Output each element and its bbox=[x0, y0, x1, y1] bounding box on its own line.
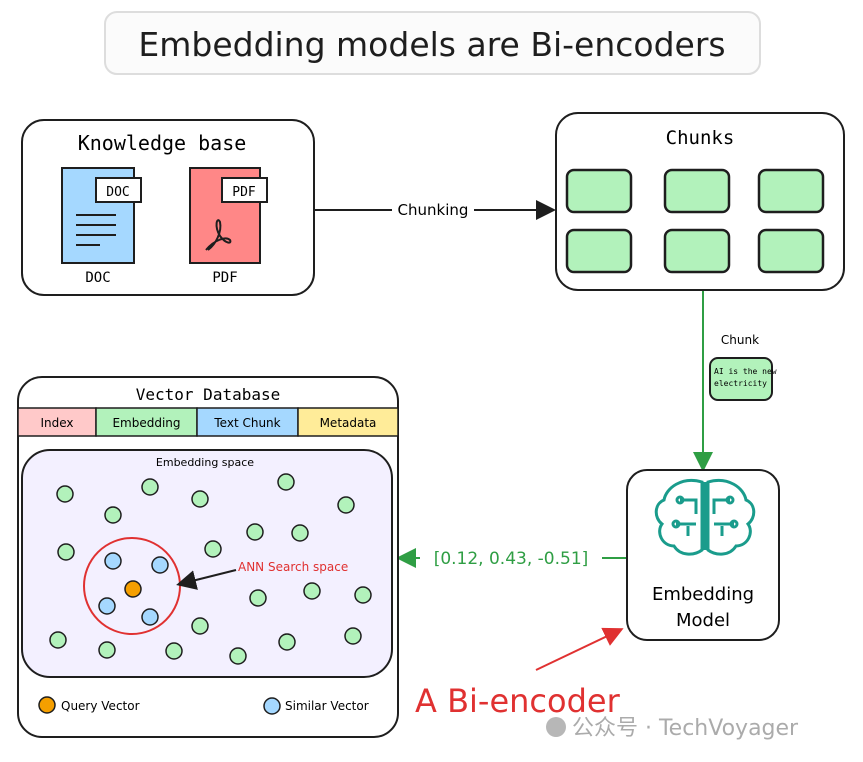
vector-db-title: Vector Database bbox=[136, 385, 281, 404]
brain-circuit-icon bbox=[654, 479, 756, 556]
pdf-label: PDF bbox=[212, 270, 237, 286]
chunking-label: Chunking bbox=[398, 201, 469, 219]
embedding-model-line2: Model bbox=[676, 610, 730, 631]
vector-point bbox=[278, 633, 296, 651]
vector-point bbox=[229, 647, 247, 665]
doc-label: DOC bbox=[85, 270, 110, 286]
vector-point bbox=[57, 543, 75, 561]
ann-label: ANN Search space bbox=[238, 560, 348, 574]
chunk-block bbox=[565, 168, 633, 214]
embedding-model-line1: Embedding bbox=[652, 584, 754, 605]
chunk-block bbox=[757, 228, 825, 274]
vector-point bbox=[277, 473, 295, 491]
bi-encoder-annotation: A Bi-encoder bbox=[415, 682, 621, 720]
db-column-label: Metadata bbox=[320, 416, 377, 430]
chunk-arrow-label: Chunk bbox=[721, 333, 759, 347]
page-title: Embedding models are Bi-encoders bbox=[138, 25, 725, 64]
similar-vector-point bbox=[151, 556, 169, 574]
vector-point bbox=[249, 589, 267, 607]
knowledge-base-box: Knowledge base DOC DOC PDF PDF bbox=[21, 119, 315, 296]
ann-arrow bbox=[176, 569, 237, 590]
chunk-sample: AI is the new electricity bbox=[709, 357, 777, 401]
vector-point bbox=[354, 586, 372, 604]
vector-point bbox=[337, 496, 355, 514]
watermark-text: 公众号 · TechVoyager bbox=[572, 716, 799, 741]
chunks-box: Chunks bbox=[555, 112, 845, 291]
vector-point bbox=[165, 642, 183, 660]
doc-icon: DOC bbox=[61, 167, 142, 264]
chunk-block bbox=[757, 168, 825, 214]
db-column-3 bbox=[297, 407, 399, 437]
vector-point bbox=[191, 617, 209, 635]
vector-output-label: [0.12, 0.43, -0.51] bbox=[434, 549, 589, 569]
legend-similar: Similar Vector bbox=[285, 699, 369, 713]
vector-point bbox=[291, 524, 309, 542]
db-column-label: Text Chunk bbox=[213, 416, 280, 430]
annotation-arrow bbox=[535, 627, 624, 671]
pdf-icon: PDF bbox=[189, 167, 268, 264]
legend-query: Query Vector bbox=[61, 699, 140, 713]
chunks-title: Chunks bbox=[666, 127, 735, 149]
query-vector-legend-icon bbox=[38, 696, 56, 714]
vector-point bbox=[56, 485, 74, 503]
chunk-block bbox=[565, 228, 633, 274]
vector-point bbox=[49, 631, 67, 649]
similar-vector-point bbox=[104, 552, 122, 570]
chunk-block bbox=[663, 168, 731, 214]
doc-tag: DOC bbox=[106, 185, 129, 200]
vector-point bbox=[104, 506, 122, 524]
knowledge-base-title: Knowledge base bbox=[78, 131, 247, 155]
vector-point bbox=[344, 627, 362, 645]
chunk-block bbox=[663, 228, 731, 274]
db-column-1 bbox=[95, 407, 198, 437]
vector-point bbox=[98, 641, 116, 659]
chunk-text-line1: AI is the new bbox=[714, 367, 777, 376]
db-column-label: Embedding bbox=[112, 416, 180, 430]
chunk-text-line2: electricity bbox=[714, 379, 767, 388]
query-vector-point bbox=[124, 580, 142, 598]
vector-point bbox=[204, 540, 222, 558]
vector-point bbox=[141, 478, 159, 496]
title-box: Embedding models are Bi-encoders bbox=[104, 11, 761, 75]
similar-vector-point bbox=[98, 597, 116, 615]
db-column-label: Index bbox=[40, 416, 73, 430]
similar-vector-legend-icon bbox=[263, 697, 281, 715]
embedding-model-box: Embedding Model bbox=[626, 469, 780, 641]
embedding-space-label: Embedding space bbox=[156, 456, 254, 469]
similar-vector-point bbox=[141, 608, 159, 626]
vector-point bbox=[191, 490, 209, 508]
vector-point bbox=[303, 582, 321, 600]
vector-point bbox=[246, 523, 264, 541]
vector-database-box: Vector Database Index Embedding Text Chunk… bbox=[17, 376, 399, 738]
pdf-tag: PDF bbox=[232, 185, 256, 200]
watermark: 公众号 · TechVoyager bbox=[546, 716, 799, 741]
